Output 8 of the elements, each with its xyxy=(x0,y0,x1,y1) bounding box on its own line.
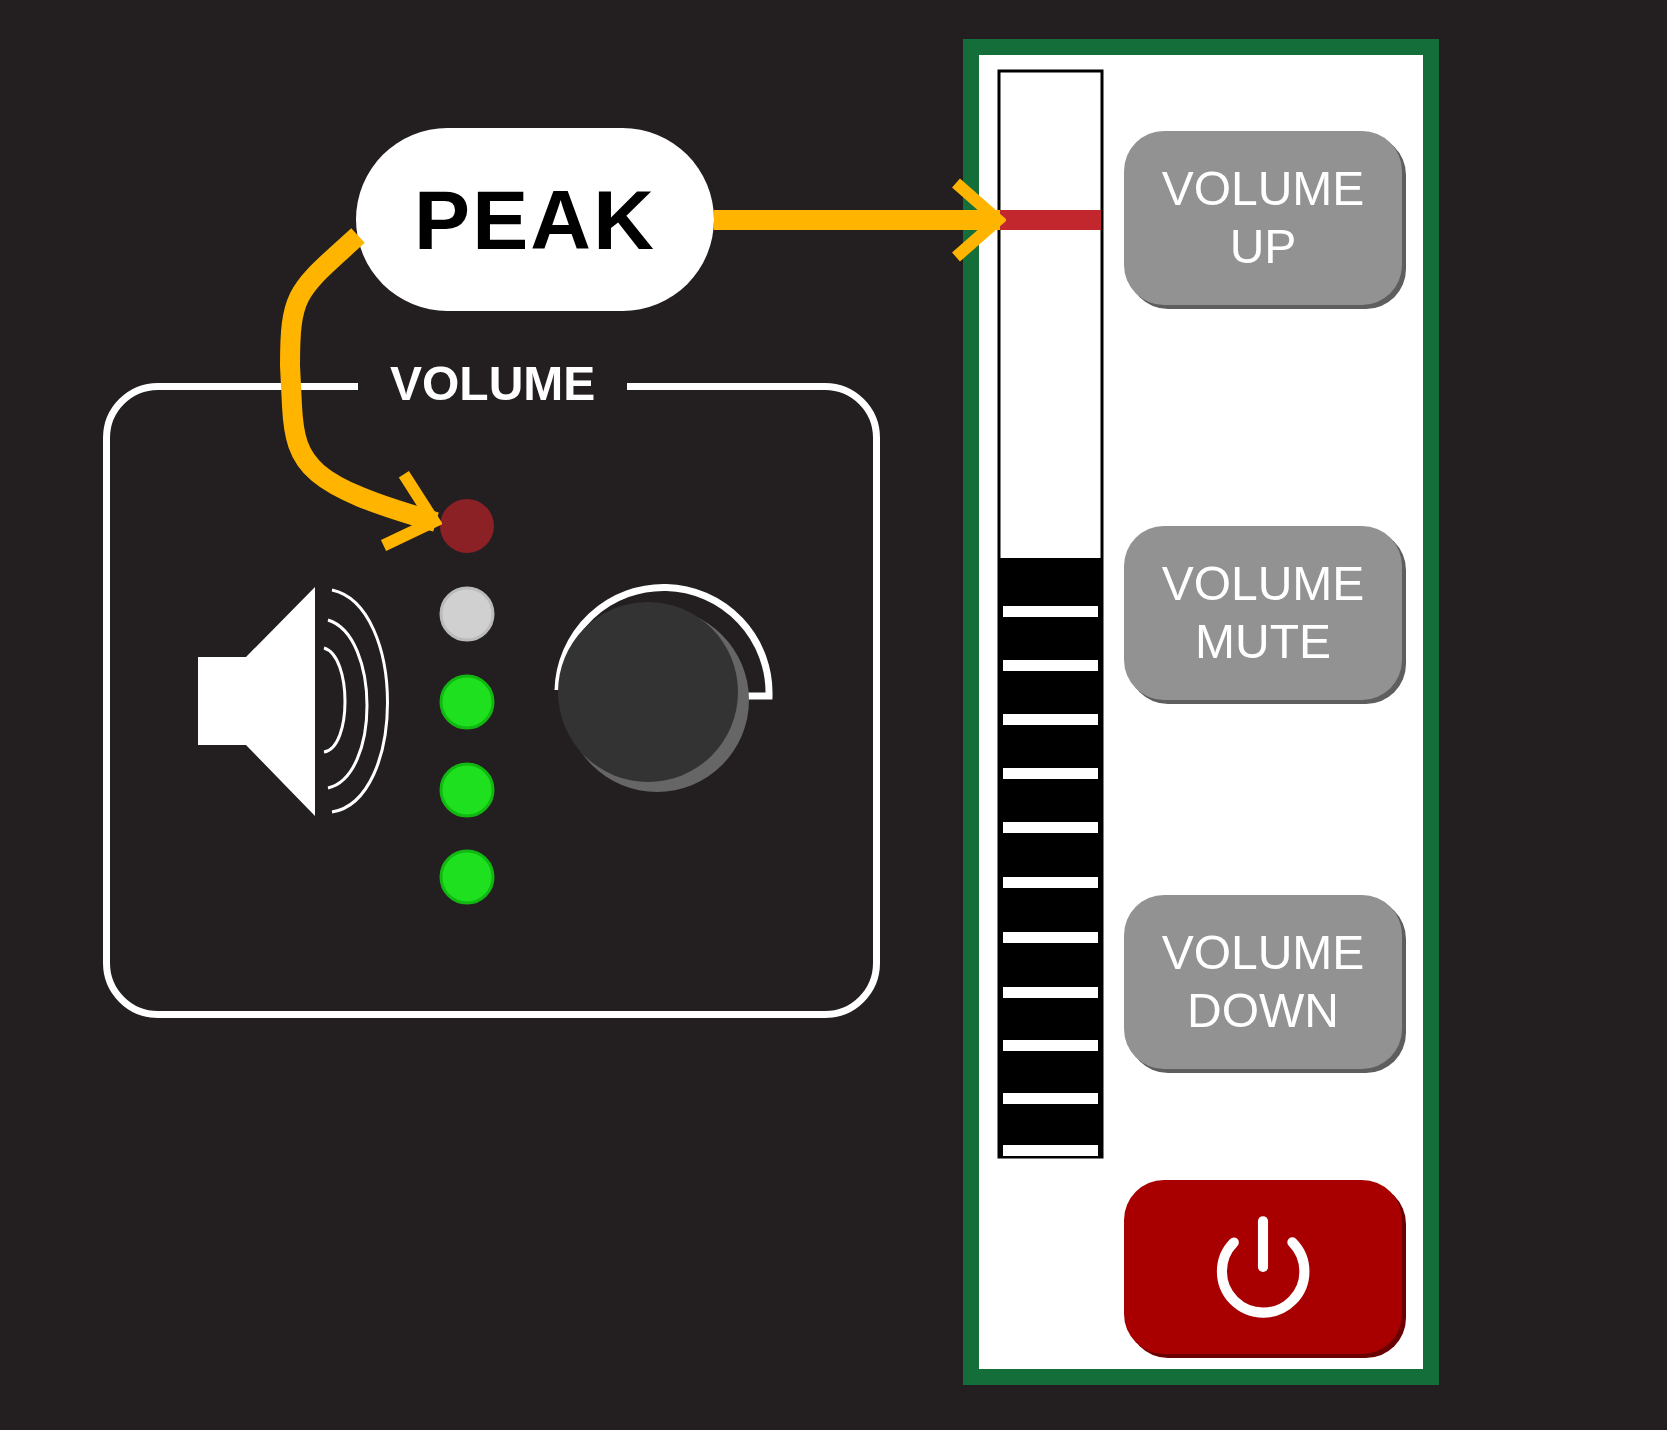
button-label: VOLUME MUTE xyxy=(1161,556,1365,670)
peak-led xyxy=(440,499,494,553)
peak-marker xyxy=(1000,210,1101,230)
button-label: VOLUME DOWN xyxy=(1161,925,1365,1039)
peak-text: PEAK xyxy=(414,171,656,269)
button-label: VOLUME UP xyxy=(1161,161,1365,275)
arrow xyxy=(280,228,441,551)
arrow xyxy=(714,177,1004,263)
